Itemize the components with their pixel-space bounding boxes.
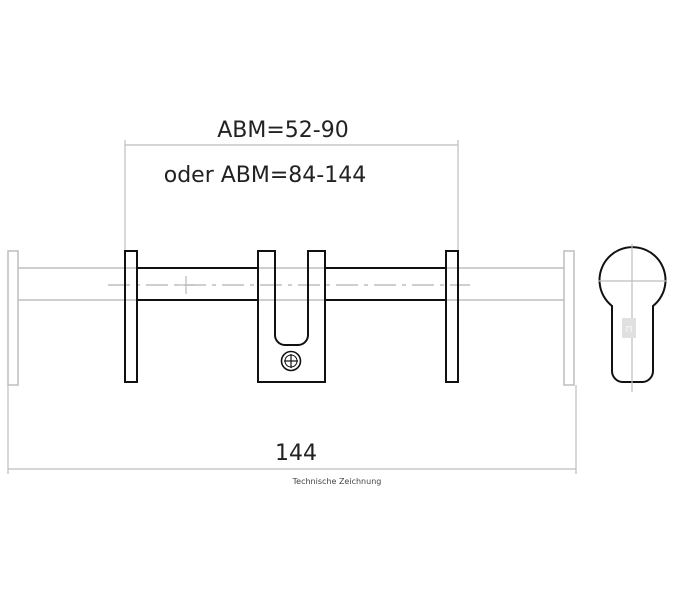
- screw-icon: [280, 350, 302, 372]
- profile-cam-marker: [622, 318, 636, 338]
- abm-dimension: [124, 140, 459, 250]
- phantom-outline: [7, 250, 575, 386]
- total-dimension-label: 144: [275, 441, 317, 466]
- abm-label: ABM=52-90: [217, 118, 348, 143]
- cylinder-profile-outline: [598, 246, 667, 383]
- main-outline: [124, 250, 459, 383]
- end-plate-left: [124, 250, 138, 383]
- drawing-caption: Technische Zeichnung: [292, 477, 382, 486]
- abm-alt-label: oder ABM=84-144: [164, 163, 366, 188]
- total-dimension: [7, 385, 577, 474]
- end-plate-right: [445, 250, 459, 383]
- profile-cam-symbol-icon: ⊓: [625, 325, 632, 335]
- phantom-end-plate-right: [563, 250, 575, 386]
- phantom-end-plate-left: [7, 250, 19, 386]
- cam-housing: [257, 250, 326, 383]
- rod-marker-icon: [178, 276, 194, 294]
- cylinder-profile: ⊓: [598, 244, 667, 392]
